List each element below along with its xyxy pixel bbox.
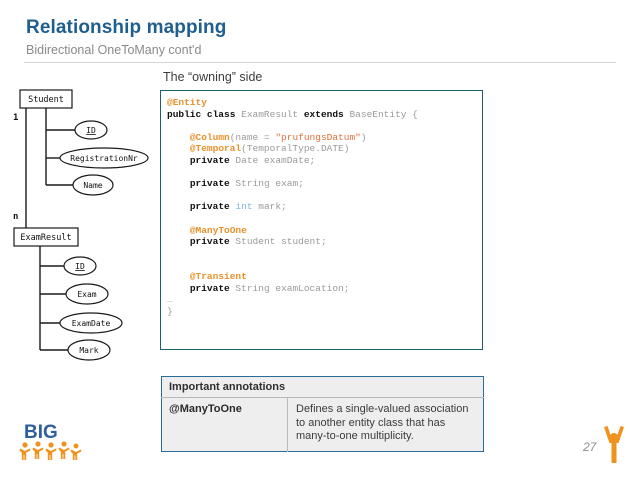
code-token: (TemporalType.DATE) [241,143,350,155]
code-token: public class [167,108,236,120]
code-token: private [189,236,230,248]
er-attribute-ellipse [65,283,109,305]
code-line [167,259,482,271]
er-entity-label: ExamResult [20,233,71,243]
er-attribute-label: Mark [79,346,98,355]
code-line: private String examLocation; [167,283,482,295]
annotation-description: Defines a single-valued association to a… [296,403,469,442]
code-line: } [167,306,482,318]
code-token: extends [303,108,344,120]
annotation-term: @ManyToOne [161,397,288,451]
code-token: ExamResult [235,108,304,120]
code-line: private Date examDate; [167,155,482,167]
code-token [167,283,190,294]
code-token: @Entity [167,97,207,108]
er-cardinality-label: n [13,212,18,222]
code-token: … [167,294,173,306]
er-attribute-label-key: ID [75,262,85,271]
code-token [167,155,190,166]
code-token: @Temporal [189,143,242,155]
er-attribute-label-key: ID [86,126,96,135]
code-token: (name = [229,131,276,143]
annotations-table-title: Important annotations [161,376,484,398]
code-token [167,236,190,247]
footer-figure-icon [601,425,627,465]
code-line: private int mark; [167,201,482,213]
code-line [167,190,482,202]
code-token: String exam; [229,178,304,190]
code-token: "prufungsDatum" [275,131,361,143]
er-cardinality-labels: 1n [13,113,18,222]
code-line [167,213,482,225]
big-logo-text: BIG [24,422,58,443]
er-attribute-label: ExamDate [72,319,111,328]
code-token [167,143,190,154]
code-token: mark; [252,201,287,213]
er-connectors [25,108,75,351]
er-attribute-label: RegistrationNr [70,154,138,163]
page-title: Relationship mapping [26,17,227,38]
code-line: private Student student; [167,236,482,248]
table-header-row: Important annotations [161,376,484,398]
er-attribute-label: Exam [77,290,96,299]
er-attribute-ellipse [67,339,111,361]
er-attribute-ellipse [74,120,108,140]
code-token: @Column [189,131,230,143]
code-line [167,248,482,260]
page-subtitle: Bidirectional OneToMany cont'd [26,43,202,57]
code-line: private String exam; [167,178,482,190]
code-line: @Entity [167,97,482,109]
code-token [167,271,190,282]
er-entity-box [13,227,79,247]
code-token: ) [360,131,367,143]
code-token: @ManyToOne [189,224,247,236]
code-token: String examLocation; [229,282,350,294]
big-logo-figures [19,441,82,460]
code-line [167,167,482,179]
code-token: private [189,178,230,190]
code-line: @Column(name = "prufungsDatum") [167,132,482,144]
code-line: … [167,294,482,306]
code-line: @ManyToOne [167,225,482,237]
code-line: public class ExamResult extends BaseEnti… [167,109,482,121]
code-token [167,201,190,212]
code-line: @Transient [167,271,482,283]
code-token: int [235,201,253,213]
code-token: @Transient [189,270,247,282]
code-line: @Temporal(TemporalType.DATE) [167,143,482,155]
code-token: private [189,154,230,166]
code-line [167,120,482,132]
annotations-table-head: Important annotations [161,376,484,398]
owning-side-caption: The “owning” side [163,70,263,84]
code-token: private [189,282,230,294]
code-token: BaseEntity { [343,108,418,120]
code-token [167,132,190,143]
er-attribute-ellipse [59,147,149,169]
er-cardinality-label: 1 [13,113,18,123]
er-entity-label: Student [28,95,64,105]
code-token: Student student; [229,236,327,248]
code-token: private [189,201,230,213]
er-attribute-ellipse [63,256,97,276]
page-number: 27 [583,440,597,454]
code-token: Date examDate; [229,154,316,166]
header-divider [24,62,616,63]
code-token: } [167,305,173,317]
code-token [167,225,190,236]
code-token [167,178,190,189]
er-attribute-label: Name [83,181,102,190]
er-attribute-ellipse [59,312,123,334]
er-attribute-ellipse [72,174,114,196]
big-logo: BIG [16,418,88,470]
er-entity-box [19,89,73,109]
